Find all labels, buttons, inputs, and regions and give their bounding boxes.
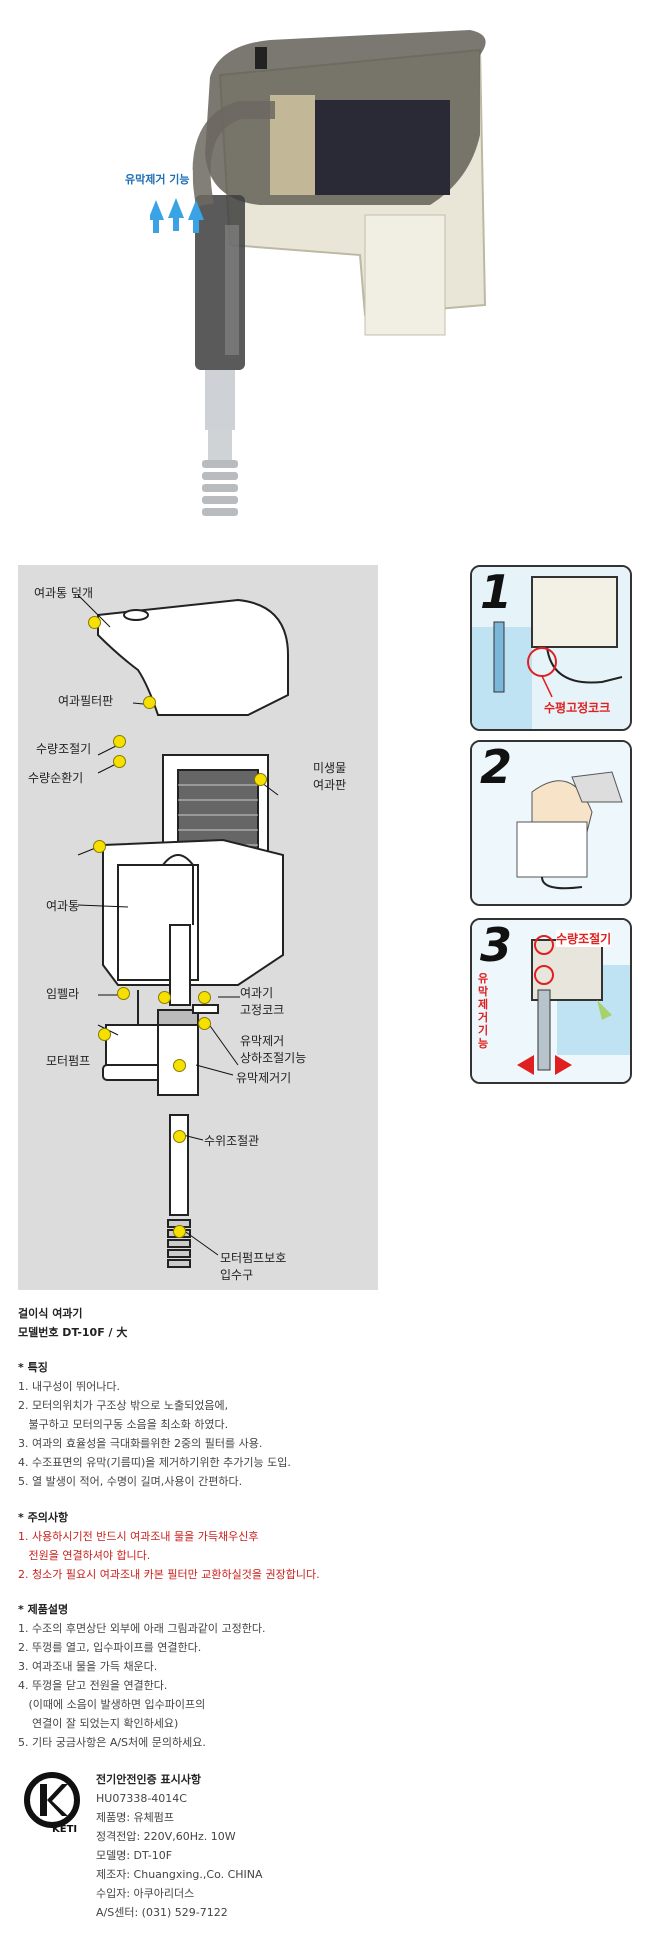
callout-dot [98, 1028, 111, 1041]
label-filter-plate: 여과필터판 [58, 694, 114, 708]
callout-dot [254, 773, 267, 786]
label-flow-control: 수량조절기 [36, 742, 92, 756]
cert-line: 제조자: Chuangxing.,Co. CHINA [96, 1868, 263, 1881]
step-1-label: 수평고정코크 [544, 701, 611, 715]
label-fix-cock-1: 여과기 [240, 986, 274, 1000]
callout-dot [158, 991, 171, 1004]
keti-logo-text: KETI [52, 1824, 78, 1835]
exploded-diagram: 여과통 덮개 여과필터판 수량조절기 수량순환기 미생물 여과판 여과통 임펠라… [18, 565, 378, 1290]
label-skimmer: 유막제거기 [236, 1071, 292, 1085]
feature-item: 4. 수조표면의 유막(기름띠)을 제거하기위한 추가기능 도입. [18, 1456, 291, 1469]
step-2-panel: 2 [470, 740, 632, 906]
caution-item: 1. 사용하시기전 반드시 여과조내 물을 가득채우신후 [18, 1530, 259, 1543]
feature-item: 불구하고 모터의구동 소음을 최소화 하였다. [18, 1418, 229, 1431]
cert-line: HU07338-4014C [96, 1792, 187, 1805]
skimmer-caption: 유막제거 기능 [122, 170, 193, 188]
callout-dot [93, 840, 106, 853]
callout-dot [113, 735, 126, 748]
callout-dot [198, 1017, 211, 1030]
callout-dot [173, 1130, 186, 1143]
certification-heading: 전기안전인증 표시사항 [96, 1773, 202, 1786]
step-number: 3 [480, 918, 513, 972]
cautions-heading: * 주의사항 [18, 1511, 69, 1524]
cert-line: A/S센터: (031) 529-7122 [96, 1906, 228, 1919]
instruction-item: (이때에 소음이 발생하면 입수파이프의 [18, 1698, 206, 1711]
label-intake-1: 모터펌프보호 [220, 1251, 287, 1265]
instruction-item: 1. 수조의 후면상단 외부에 아래 그림과같이 고정한다. [18, 1622, 266, 1635]
product-photo: 유막제거 기능 [122, 15, 510, 535]
instruction-item: 5. 기타 궁금사항은 A/S처에 문의하세요. [18, 1736, 206, 1749]
cert-line: 모델명: DT-10F [96, 1849, 173, 1862]
feature-item: 1. 내구성이 뛰어나다. [18, 1380, 120, 1393]
callout-dot [113, 755, 126, 768]
label-fix-cock-2: 고정코크 [240, 1003, 285, 1017]
label-motor-pump: 모터펌프 [46, 1054, 91, 1068]
caution-item: 전원을 연결하셔야 합니다. [18, 1549, 151, 1562]
instruction-item: 2. 뚜껑를 열고, 입수파이프를 연결한다. [18, 1641, 202, 1654]
callout-dot [143, 696, 156, 709]
feature-item: 3. 여과의 효율성을 극대화를위한 2중의 필터를 사용. [18, 1437, 263, 1450]
label-bio-filter-1: 미생물 [313, 761, 347, 775]
step-number: 1 [480, 565, 513, 619]
caution-item: 2. 청소가 필요시 여과조내 카본 필터만 교환하실것을 권장합니다. [18, 1568, 320, 1581]
instructions-heading: * 제품설명 [18, 1603, 69, 1616]
features-heading: * 특징 [18, 1361, 48, 1374]
label-intake-2: 입수구 [220, 1268, 254, 1282]
label-flow-circulator: 수량순환기 [28, 771, 84, 785]
label-skim-adj-2: 상하조절기능 [240, 1051, 307, 1065]
label-impeller: 임펠라 [46, 987, 80, 1001]
cert-line: 정격전압: 220V,60Hz. 10W [96, 1830, 236, 1843]
product-title: 걸이식 여과기 [18, 1307, 83, 1320]
instruction-item: 연결이 잘 되었는지 확인하세요) [18, 1717, 179, 1730]
callout-dot [117, 987, 130, 1000]
step-1-panel: 1 수평고정코크 [470, 565, 632, 731]
step-number: 2 [480, 740, 513, 794]
step-3-vertical-label: 유막제거기능 [478, 972, 489, 1050]
model-number: 모델번호 DT-10F / 大 [18, 1326, 128, 1339]
cert-line: 수입자: 아쿠아리더스 [96, 1887, 195, 1900]
callout-dot [198, 991, 211, 1004]
callout-dot [173, 1225, 186, 1238]
keti-logo: KETI [22, 1770, 82, 1842]
step-3-label: 수량조절기 [556, 930, 612, 947]
cert-line: 제품명: 유체펌프 [96, 1811, 175, 1824]
instruction-item: 4. 뚜껑을 닫고 전원을 연결한다. [18, 1679, 168, 1692]
label-lid: 여과통 덮개 [34, 586, 94, 600]
label-water-level-pipe: 수위조절관 [204, 1134, 260, 1148]
label-filter-box: 여과통 [46, 899, 80, 913]
instruction-item: 3. 여과조내 물을 가득 채운다. [18, 1660, 158, 1673]
step-3-panel: 3 수량조절기 유막제거기능 [470, 918, 632, 1084]
label-skim-adj-1: 유막제거 [240, 1034, 285, 1048]
callout-dot [173, 1059, 186, 1072]
callout-dot [88, 616, 101, 629]
feature-item: 5. 열 발생이 적어, 수명이 길며,사용이 간편하다. [18, 1475, 243, 1488]
label-bio-filter-2: 여과판 [313, 778, 347, 792]
feature-item: 2. 모터의위치가 구조상 밖으로 노출되었음에, [18, 1399, 229, 1412]
